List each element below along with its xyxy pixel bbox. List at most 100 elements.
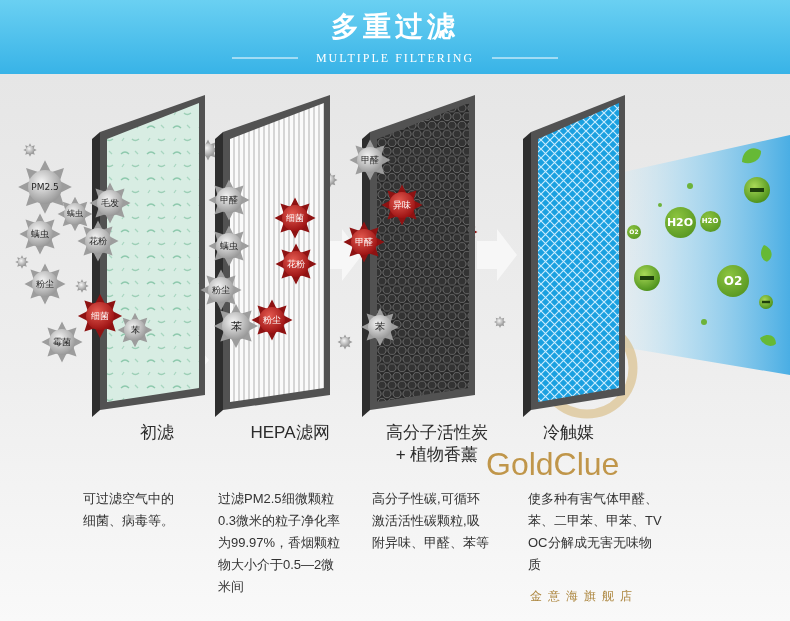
pollutant-particle: 霉菌 xyxy=(49,329,75,355)
pollutant-particle: 苯 xyxy=(368,315,392,339)
leaf xyxy=(758,332,778,348)
filter-panel-shape xyxy=(362,95,477,425)
particle-body xyxy=(41,321,82,362)
molecule-bubble: H2O xyxy=(700,211,721,232)
minus-bubble xyxy=(750,188,764,192)
pollutant-particle: 粉尘 xyxy=(32,271,58,297)
filter-panel: 冷触媒使多种有害气体甲醛、苯、二甲苯、甲苯、TVOC分解成无害无味物质 xyxy=(515,95,665,576)
particle-body xyxy=(343,221,384,262)
subtitle-holder: MULTIPLE FILTERING xyxy=(316,51,474,66)
pollutant-particle: 螨虫 xyxy=(64,203,86,225)
particle-label: 螨虫 xyxy=(31,230,49,239)
pollutant-particle: 细菌 xyxy=(86,302,114,330)
particle-label: 霉菌 xyxy=(53,338,71,347)
minus-bubble xyxy=(687,183,693,189)
panel-frame xyxy=(370,95,475,410)
minus-bubble xyxy=(759,295,773,309)
particle-body xyxy=(208,225,249,266)
pollutant-particle: 甲醛 xyxy=(216,187,242,213)
particle-body xyxy=(18,160,72,214)
filter-name: 初滤 xyxy=(102,422,212,488)
pollutant-particle: 螨虫 xyxy=(27,221,53,247)
minus-bubble xyxy=(759,295,773,309)
panel-side xyxy=(92,132,100,417)
filter-panel: HEPA滤网过滤PM2.5细微颗粒 0.3微米的粒子净化率为99.97%，香烟颗… xyxy=(208,95,348,598)
particle-label: 粉尘 xyxy=(212,286,230,295)
filter-name: 冷触媒 xyxy=(518,422,618,488)
particle-body xyxy=(89,182,130,223)
molecule-label: H2O xyxy=(667,217,693,228)
minus-bubble xyxy=(762,301,770,303)
pollutant-particle: 毛发 xyxy=(97,190,123,216)
filter-description: 过滤PM2.5细微颗粒 0.3微米的粒子净化率为99.97%，香烟颗粒物大小介于… xyxy=(218,488,346,598)
particle-label: 螨虫 xyxy=(67,210,83,218)
particle-body xyxy=(214,304,258,348)
particle-body xyxy=(274,197,315,238)
subtitle-rule xyxy=(492,58,558,59)
particle-body xyxy=(208,179,249,220)
particle-label: 花粉 xyxy=(287,260,305,269)
particle-label: 细菌 xyxy=(91,312,109,321)
particle-label: 异味 xyxy=(393,201,411,210)
pollutant-particle: 粉尘 xyxy=(208,277,234,303)
particle-label: 螨虫 xyxy=(220,242,238,251)
pollutant-particle xyxy=(75,279,89,293)
particle-body xyxy=(58,197,93,232)
pollutant-particle: 花粉 xyxy=(283,251,309,277)
particle-label: 甲醛 xyxy=(361,156,379,165)
header-band xyxy=(0,0,790,74)
particle-label: 细菌 xyxy=(286,214,304,223)
leaf xyxy=(738,145,778,349)
particle-body xyxy=(361,308,399,346)
watermark-text-holder: GoldClue xyxy=(486,446,619,483)
particle-label: 甲醛 xyxy=(355,238,373,247)
watermark-shop: 金意海旗舰店 xyxy=(530,588,638,605)
particle-label: 苯 xyxy=(131,326,140,335)
leaf xyxy=(760,244,773,263)
panel-frame xyxy=(100,95,205,410)
pollutant-particle: 甲醛 xyxy=(357,147,383,173)
watermark-text: GoldClue xyxy=(486,446,619,483)
molecule-bubble: O2 xyxy=(717,265,749,297)
minus-bubble xyxy=(658,203,662,207)
molecule-bubble: O2 xyxy=(627,225,641,239)
panel-media xyxy=(107,103,199,402)
particle-label: 甲醛 xyxy=(220,196,238,205)
pollutant-particle: 粉尘 xyxy=(259,307,285,333)
pollutant-particle: 异味 xyxy=(389,192,415,218)
minus-bubble xyxy=(634,265,660,291)
filter-panel-shape xyxy=(523,95,627,425)
filter-description: 高分子性碳,可循环激活活性碳颗粒,吸附异味、甲醛、苯等 xyxy=(372,488,490,554)
molecule-label: O2 xyxy=(724,275,743,287)
panel-frame xyxy=(531,95,625,410)
molecule-label: H2O xyxy=(702,218,719,225)
airflow-arrow xyxy=(477,229,517,281)
ground xyxy=(0,74,790,621)
panel-side xyxy=(523,132,531,417)
molecule-label: O2 xyxy=(629,229,638,235)
panel-media xyxy=(377,103,469,402)
particle-label: 毛发 xyxy=(101,199,119,208)
subtitle-rule xyxy=(232,58,298,59)
pollutant-particle: 苯 xyxy=(222,312,250,340)
particle-label: 苯 xyxy=(375,322,385,332)
particle-body xyxy=(251,299,292,340)
pollutant-particle: 花粉 xyxy=(85,228,111,254)
pollutant-particle: 螨虫 xyxy=(216,233,242,259)
filter-panel-shape xyxy=(92,95,207,425)
panel-media xyxy=(538,103,619,402)
particle-body xyxy=(19,213,60,254)
particle-body xyxy=(77,220,118,261)
minus-bubble xyxy=(701,319,707,325)
clean-air-beam xyxy=(610,135,790,375)
pollutant-particle: 甲醛 xyxy=(351,229,377,255)
title-holder: 多重过滤 xyxy=(331,8,459,46)
pollutant-particle: 细菌 xyxy=(282,205,308,231)
leaf xyxy=(738,145,764,168)
pollutant-particle xyxy=(338,335,353,350)
pollutant-particle xyxy=(23,143,37,157)
minus-bubble xyxy=(744,177,770,203)
particle-label: PM2.5 xyxy=(31,183,59,192)
pollutant-particle xyxy=(15,255,29,269)
